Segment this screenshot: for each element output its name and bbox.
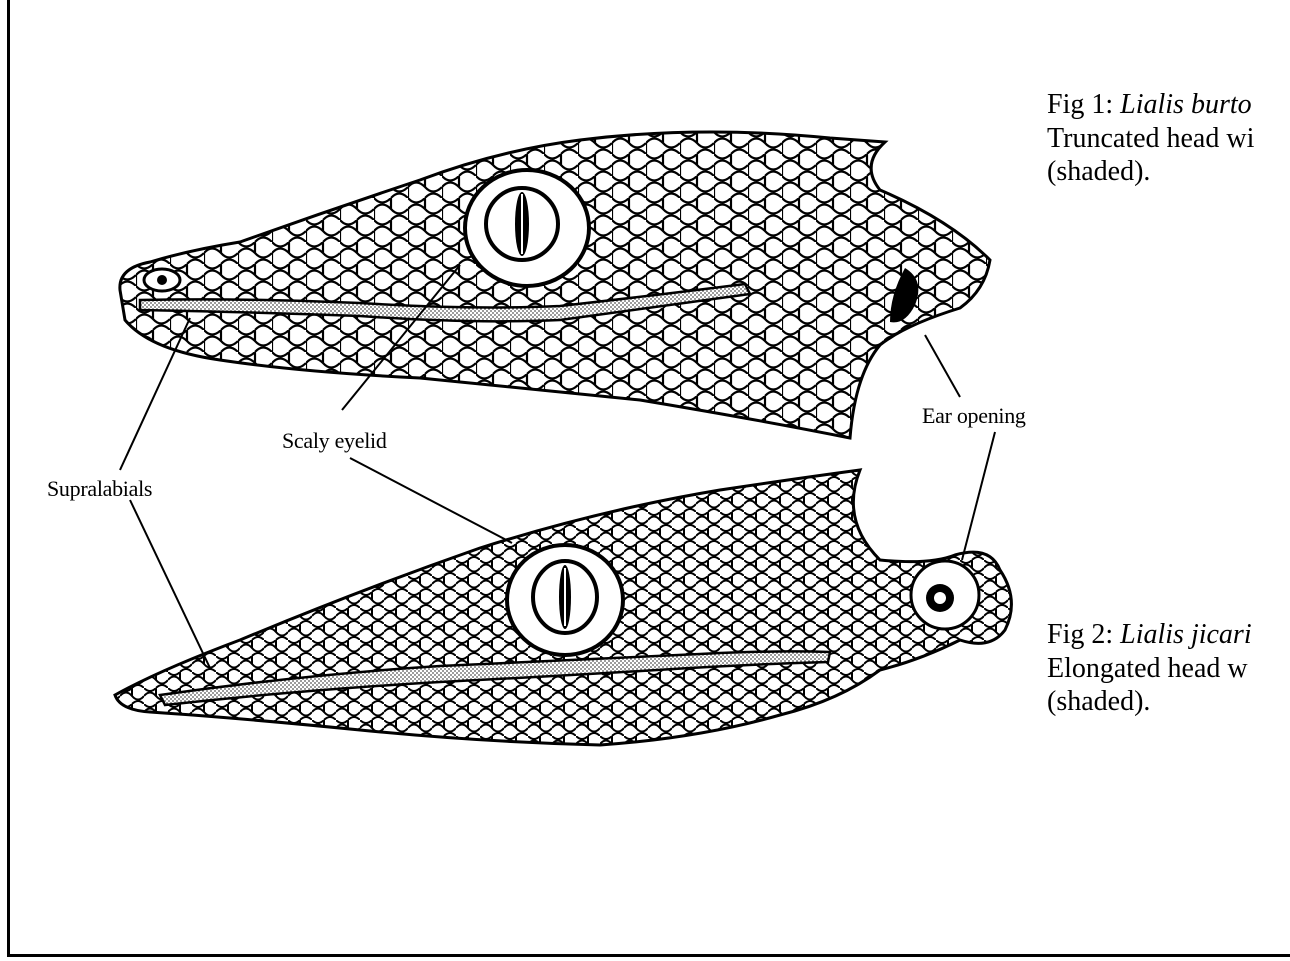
caption-fig1-line3: (shaded). [1047, 156, 1151, 188]
supralabial-shading-fig2 [158, 650, 832, 707]
ear-opening-fig1 [890, 268, 919, 323]
caption-fig2-line2: Elongated head w [1047, 652, 1248, 684]
head-fig2 [113, 468, 1013, 747]
caption-fig1-species: Lialis burto [1120, 89, 1252, 120]
caption-fig2-line3: (shaded). [1047, 686, 1151, 718]
label-ear-opening: Ear opening [922, 403, 1026, 428]
caption-fig2-line1: Fig 2: Lialis jicari [1047, 619, 1252, 650]
leader-ear-fig2 [961, 431, 996, 561]
label-scaly-eyelid: Scaly eyelid [282, 428, 387, 453]
leader-ear-fig1 [924, 334, 961, 398]
head-fig1-outline [118, 130, 992, 440]
caption-fig1-line2: Truncated head wi [1047, 122, 1255, 154]
label-supralabials: Supralabials [47, 476, 153, 501]
leader-supralabials-fig2 [129, 499, 211, 669]
caption-fig2-species: Lialis jicari [1120, 619, 1252, 650]
leader-scaly-eyelid-fig2 [349, 457, 513, 544]
leader-scaly-eyelid-fig1 [341, 264, 461, 411]
supralabial-shading-fig1 [138, 282, 752, 323]
leader-supralabials-fig1 [119, 317, 191, 471]
figure-frame [7, 0, 1290, 957]
caption-fig1: Fig 1: Lialis burto Truncated head wi (s… [1047, 88, 1254, 189]
leader-lines [119, 264, 996, 669]
head-fig1 [118, 130, 992, 440]
caption-fig2: Fig 2: Lialis jicari Elongated head w (s… [1047, 618, 1252, 719]
caption-fig1-line1: Fig 1: Lialis burto [1047, 89, 1252, 120]
